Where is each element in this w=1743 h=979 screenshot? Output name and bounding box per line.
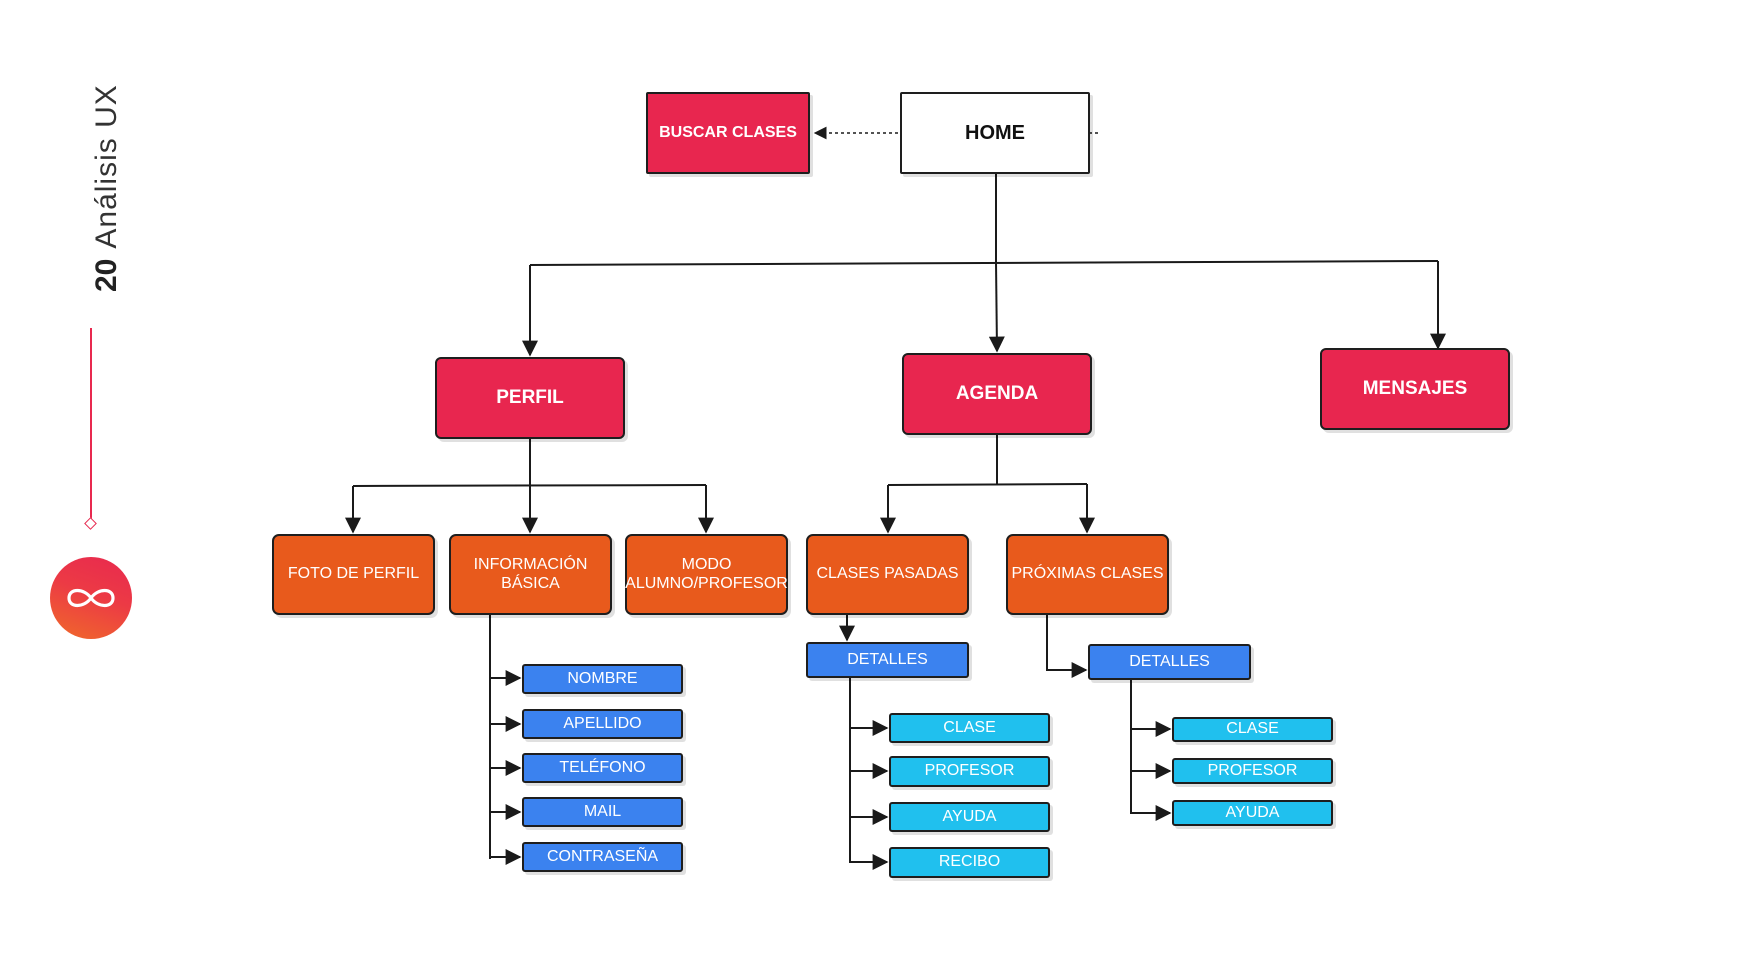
side-divider-line	[90, 328, 92, 523]
node-profesor-pasadas: PROFESOR	[889, 756, 1050, 787]
node-clases-pasadas: CLASES PASADAS	[806, 534, 969, 615]
node-agenda: AGENDA	[902, 353, 1092, 435]
node-detalles-proximas: DETALLES	[1088, 644, 1251, 680]
connector-agenda-bar	[887, 483, 1088, 486]
node-ayuda-pasadas: AYUDA	[889, 802, 1050, 832]
node-proximas-clases: PRÓXIMAS CLASES	[1006, 534, 1169, 615]
node-mail: MAIL	[522, 797, 683, 827]
node-clase-pasadas: CLASE	[889, 713, 1050, 743]
node-modo-alumno-profesor: MODO ALUMNO/PROFESOR	[625, 534, 788, 615]
node-clase-proximas: CLASE	[1172, 717, 1333, 742]
node-profesor-proximas: PROFESOR	[1172, 758, 1333, 784]
connector-to-agenda	[988, 261, 1005, 353]
node-detalles-pasadas: DETALLES	[806, 642, 969, 678]
node-apellido: APELLIDO	[522, 709, 683, 739]
node-informacion-basica: INFORMACIÓN BÁSICA	[449, 534, 612, 615]
node-recibo-pasadas: RECIBO	[889, 847, 1050, 878]
node-nombre: NOMBRE	[522, 664, 683, 694]
connector-level1-bar	[529, 260, 1439, 266]
node-contrasena: CONTRASEÑA	[522, 842, 683, 872]
node-perfil: PERFIL	[435, 357, 625, 439]
node-telefono: TELÉFONO	[522, 753, 683, 783]
connector-proximas-detalles	[1046, 615, 1088, 678]
infinity-logo-icon	[50, 557, 132, 639]
node-foto-de-perfil: FOTO DE PERFIL	[272, 534, 435, 615]
node-home: HOME	[900, 92, 1090, 174]
node-mensajes: MENSAJES	[1320, 348, 1510, 430]
node-ayuda-proximas: AYUDA	[1172, 800, 1333, 826]
node-buscar-clases: BUSCAR CLASES	[646, 92, 810, 174]
